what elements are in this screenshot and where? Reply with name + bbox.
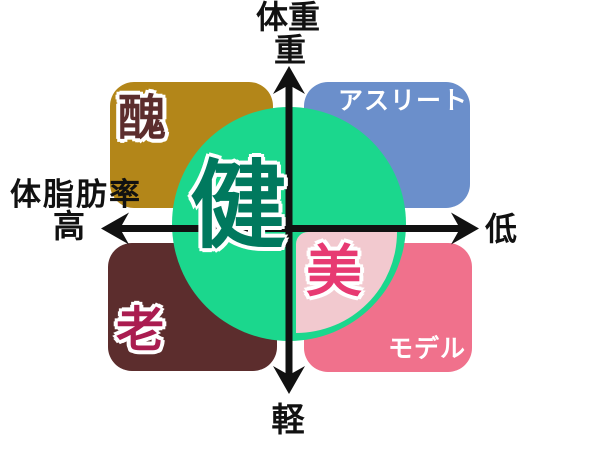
ugly-label: 醜 — [118, 90, 167, 146]
old-label: 老 — [116, 302, 165, 358]
vertical-axis-bottom-label: 軽 — [271, 400, 305, 439]
center-health-label: 健 — [190, 150, 286, 262]
arrowhead-right-icon — [451, 212, 479, 245]
arrowhead-left-icon — [101, 212, 129, 245]
horizontal-axis-right-label: 低 — [485, 210, 518, 248]
vertical-axis-top-label: 重 — [273, 31, 307, 69]
arrowhead-down-icon — [273, 366, 305, 394]
beauty-label: 美 — [306, 240, 362, 305]
horizontal-axis-left-label: 高 — [53, 207, 86, 245]
athlete-caption: アスリート — [338, 86, 469, 115]
vertical-axis-title: 体重 — [255, 0, 321, 36]
horizontal-axis-title: 体脂肪率 — [10, 177, 142, 213]
model-caption: モデル — [388, 334, 467, 363]
arrowhead-up-icon — [273, 66, 305, 94]
